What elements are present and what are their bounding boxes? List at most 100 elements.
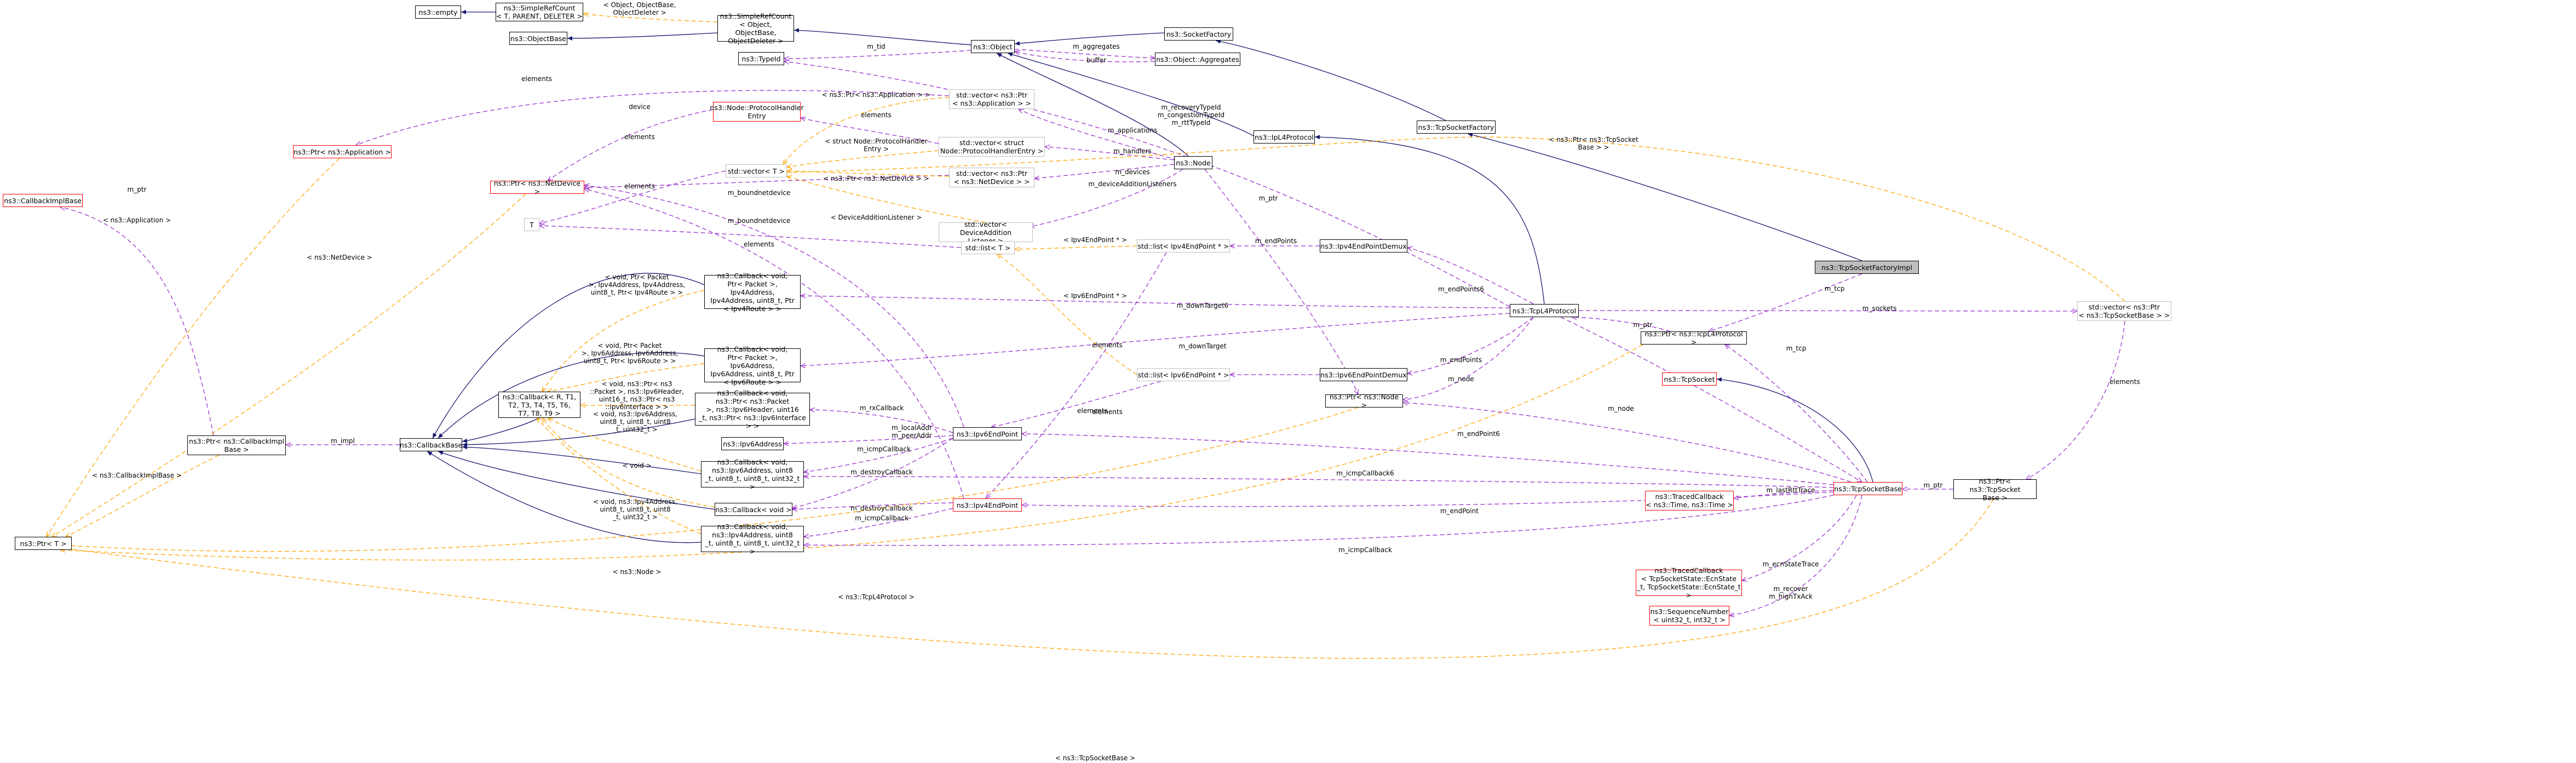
class-node-vector-device-addition[interactable]: std::vector< DeviceAddition Listener >: [939, 220, 1033, 245]
class-node-tcp-socket[interactable]: ns3::TcpSocket: [1662, 372, 1717, 386]
class-node-vector-ptr-tcp-socket-base[interactable]: std::vector< ns3::Ptr < ns3::TcpSocketBa…: [2077, 301, 2171, 321]
class-node-ptr-callback-impl-base[interactable]: ns3::Ptr< ns3::CallbackImpl Base >: [187, 435, 286, 455]
class-node-node[interactable]: ns3::Node: [1174, 156, 1212, 169]
class-node-list-ipv4-endpoint[interactable]: std::list< Ipv4EndPoint * >: [1137, 239, 1230, 253]
edge-label-m-icmp-callback6: m_icmpCallback6: [1336, 469, 1394, 477]
edge-ipv6ep-icmp: [804, 438, 953, 472]
edge-callback-ipv4-to-base: [432, 273, 705, 439]
class-node-tcp-l4-protocol[interactable]: ns3::TcpL4Protocol: [1510, 304, 1579, 317]
edge-label-elements-netdevice: elements: [624, 133, 655, 141]
edge-tcpsocketbase-endpoint6: [1022, 434, 1834, 485]
class-node-t-placeholder[interactable]: T: [524, 218, 539, 231]
class-node-ptr-application[interactable]: ns3::Ptr< ns3::Application >: [293, 145, 392, 158]
edge-tcpsocketbase-node: [1403, 403, 1852, 483]
class-node-simple-ref-count-object[interactable]: ns3::SimpleRefCount < Object, ObjectBase…: [717, 12, 794, 45]
edge-label-device: device: [629, 103, 651, 111]
class-node-vector-handler-entry[interactable]: std::vector< struct Node::ProtocolHandle…: [939, 137, 1045, 157]
edge-label-ipv4-endpoint-template: < Ipv4EndPoint * >: [1063, 236, 1128, 244]
class-node-type-id[interactable]: ns3::TypeId: [738, 52, 784, 65]
edge-label-m-endpoints-v6: m_endPoints: [1440, 356, 1482, 364]
class-node-callback-icmp-ipv4[interactable]: ns3::Callback< void, ns3::Ipv4Address, u…: [701, 523, 804, 555]
edge-vector-tcp-template: [783, 136, 2125, 302]
edge-refcount-obj-to-objectbase: [567, 32, 718, 41]
class-node-callback-rx-ipv6[interactable]: ns3::Callback< void, ns3::Ptr< ns3::Pack…: [695, 389, 810, 430]
edge-tcpl4-downtarget: [801, 313, 1510, 366]
class-node-ipv4-endpoint-demux[interactable]: ns3::Ipv4EndPointDemux: [1320, 239, 1407, 253]
class-node-ptr-tcp-socket-base[interactable]: ns3::Ptr< ns3::TcpSocket Base >: [1953, 477, 2037, 502]
edge-label-buffer: buffer: [1086, 56, 1106, 64]
class-node-list-template[interactable]: std::list< T >: [961, 241, 1015, 254]
edge-vector-app-template: [783, 97, 950, 164]
edge-ptrl4-template: [60, 344, 1643, 561]
class-node-callback-ipv6-route[interactable]: ns3::Callback< void, Ptr< Packet >, Ipv6…: [704, 345, 801, 386]
edge-label-m-recover: m_recover m_highTxAck: [1769, 585, 1813, 600]
edge-tcpsocketbase-icmp: [804, 495, 1834, 546]
class-node-ptr-template[interactable]: ns3::Ptr< T >: [15, 537, 72, 550]
class-node-ptr-netdevice[interactable]: ns3::Ptr< ns3::NetDevice >: [490, 179, 584, 196]
edge-label-m-aggregates: m_aggregates: [1073, 43, 1120, 50]
class-node-callback-ipv4-route[interactable]: ns3::Callback< void, Ptr< Packet >, Ipv4…: [704, 272, 801, 313]
edge-vector-device-template: [787, 176, 986, 223]
class-node-tcp-socket-base[interactable]: ns3::TcpSocketBase: [1833, 482, 1902, 495]
edge-label-m-tcp-socket: m_tcp: [1786, 345, 1807, 352]
edge-label-void-template: < void >: [622, 462, 652, 469]
edge-tcpl4-to-ipl4: [1314, 135, 1545, 305]
class-node-callback-base[interactable]: ns3::CallbackBase: [400, 438, 462, 451]
edge-tcpsocketbase-to-tcpsocket: [1716, 377, 1873, 483]
edge-label-elements-ipv4-list: elements: [1092, 341, 1123, 349]
edge-tcpl4-node: [1403, 317, 1534, 400]
class-node-vector-netdevice[interactable]: std::vector< ns3::Ptr < ns3::NetDevice >…: [949, 168, 1034, 187]
class-node-traced-callback-state[interactable]: ns3::TracedCallback < TcpSocketState::Ec…: [1636, 566, 1742, 599]
class-node-object-base[interactable]: ns3::ObjectBase: [509, 32, 567, 45]
class-node-callback-impl-base[interactable]: ns3::CallbackImplBase: [3, 194, 83, 207]
edge-callback-ipv6-to-base: [438, 352, 705, 439]
class-node-traced-callback-time[interactable]: ns3::TracedCallback < ns3::Time, ns3::Ti…: [1645, 491, 1734, 510]
edge-label-m-sockets: m_sockets: [1862, 305, 1897, 312]
class-node-socket-factory[interactable]: ns3::SocketFactory: [1164, 27, 1233, 41]
class-node-callback-icmp-ipv6[interactable]: ns3::Callback< void, ns3::Ipv6Address, u…: [701, 458, 804, 491]
edge-label-callback-icmp-args: < void, ns3::Ipv6Address, uint8_t, uint8…: [593, 410, 677, 433]
class-node-tcp-socket-factory[interactable]: ns3::TcpSocketFactory: [1417, 121, 1496, 134]
class-node-callback-void[interactable]: ns3::Callback< void >: [715, 503, 792, 516]
class-node-protocol-handler-entry[interactable]: ns3::Node::ProtocolHandler Entry: [710, 102, 804, 122]
edge-ptr-impl-template: [66, 455, 220, 537]
edge-tcpsocketbase-ecn: [1742, 495, 1857, 581]
edge-ipl4-to-object: [1007, 52, 1254, 136]
edge-tcpl4-endpoints-v6: [1407, 317, 1534, 374]
class-node-vector-template[interactable]: std::vector< T >: [726, 164, 787, 177]
edge-tcpsocketbase-lastrtt: [1734, 490, 1834, 498]
class-node-object[interactable]: ns3::Object: [971, 40, 1015, 53]
edge-socketfactory-to-object: [1014, 32, 1165, 46]
edge-label-m-endpoint6: m_endPoint6: [1457, 430, 1500, 438]
class-node-ipv6-address[interactable]: ns3::Ipv6Address: [721, 437, 784, 450]
class-node-ip-l4-protocol[interactable]: ns3::IpL4Protocol: [1254, 130, 1315, 144]
edge-node-devices: [1034, 164, 1175, 179]
class-node-ipv6-endpoint[interactable]: ns3::Ipv6EndPoint: [953, 427, 1022, 440]
class-node-vector-application[interactable]: std::vector< ns3::Ptr < ns3::Application…: [949, 89, 1034, 109]
class-node-ipv4-endpoint[interactable]: ns3::Ipv4EndPoint: [953, 498, 1022, 512]
class-node-ipv6-endpoint-demux[interactable]: ns3::Ipv6EndPointDemux: [1320, 368, 1407, 381]
class-node-object-aggregates[interactable]: ns3::Object::Aggregates: [1155, 53, 1240, 66]
edge-tcpl4-endpoints-v4: [1407, 248, 1534, 305]
edge-tcpfactoryimpl-to-tcpfactory: [1467, 133, 1862, 261]
edge-vector-handler-elements: [801, 118, 939, 144]
class-node-sequence-number[interactable]: ns3::SequenceNumber < uint32_t, int32_t …: [1649, 606, 1729, 626]
edge-label-callback-ipv6-args: < void, Ptr< Packet >, Ipv6Address, Ipv6…: [581, 342, 679, 365]
edge-label-m-tid: m_tid: [867, 43, 886, 50]
class-node-callback-template[interactable]: ns3::Callback< R, T1, T2, T3, T4, T5, T6…: [498, 392, 580, 418]
class-node-empty[interactable]: ns3::empty: [415, 5, 461, 19]
edge-ref-count-template: [583, 14, 718, 22]
edge-tcpsocketbase-endpoint: [1022, 491, 1834, 507]
edge-callback-icmp4-args: [537, 418, 702, 535]
class-node-simple-ref-count-template[interactable]: ns3::SimpleRefCount < T, PARENT, DELETER…: [496, 3, 583, 21]
edge-label-object-base-deleter: < Object, ObjectBase, ObjectDeleter >: [603, 1, 676, 16]
class-node-ptr-node[interactable]: ns3::Ptr< ns3::Node >: [1325, 393, 1403, 409]
edge-list6-elements: [991, 381, 1162, 427]
class-node-ptr-tcp-l4-protocol[interactable]: ns3::Ptr< ns3::TcpL4Protocol >: [1641, 330, 1747, 346]
edge-vector-tcp-elements: [2026, 320, 2125, 479]
class-node-list-ipv6-endpoint[interactable]: std::list< Ipv6EndPoint * >: [1137, 368, 1230, 381]
edge-callback-ipv4-args: [542, 290, 705, 392]
edge-vector-app-elements: [356, 90, 950, 145]
class-node-tcp-socket-factory-impl[interactable]: ns3::TcpSocketFactoryImpl: [1815, 261, 1919, 274]
edge-label-device-addition-template: < DeviceAdditionListener >: [830, 214, 922, 221]
